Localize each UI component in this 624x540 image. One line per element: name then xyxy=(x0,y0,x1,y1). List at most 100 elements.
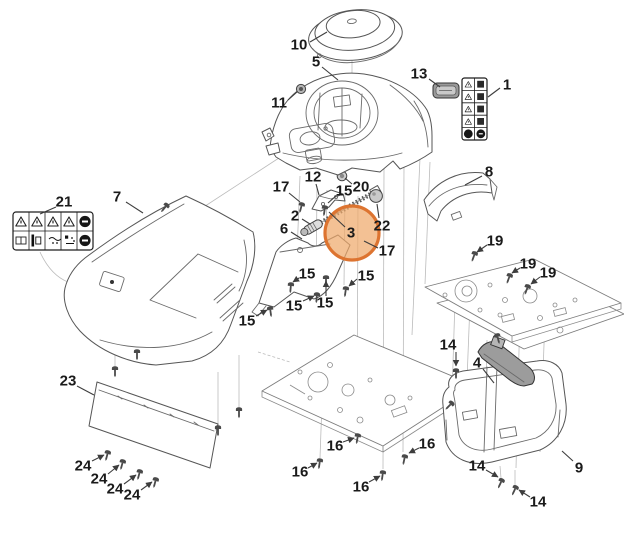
part-8-deflector[interactable] xyxy=(423,172,498,222)
part-callout-24[interactable]: 24 xyxy=(91,464,120,488)
part-callout-10[interactable]: 10 xyxy=(291,31,328,54)
stop-symbol-icon xyxy=(79,215,91,228)
part-callout-13[interactable]: 13 xyxy=(411,66,441,88)
part-callout-22[interactable]: 22 xyxy=(374,203,391,235)
svg-text:19: 19 xyxy=(540,265,557,282)
part-callout-12[interactable]: 12 xyxy=(305,169,322,196)
part-5-main-housing[interactable] xyxy=(261,72,433,176)
screw-icon xyxy=(266,305,275,318)
part-12-bracket[interactable] xyxy=(311,189,346,212)
svg-text:14: 14 xyxy=(440,337,457,354)
part-22-knob[interactable] xyxy=(369,189,383,203)
svg-text:24: 24 xyxy=(91,471,108,488)
svg-text:14: 14 xyxy=(469,458,486,475)
svg-text:12: 12 xyxy=(305,169,322,186)
part-9-housing-tub[interactable] xyxy=(442,360,567,464)
svg-text:21: 21 xyxy=(56,194,73,211)
pictogram-icon xyxy=(477,93,484,100)
svg-text:11: 11 xyxy=(271,95,287,112)
part-2-coupler[interactable] xyxy=(299,218,324,237)
part-callout-21[interactable]: 21 xyxy=(39,194,73,215)
part-callout-15[interactable]: 15 xyxy=(348,268,375,287)
part-callout-3-selected[interactable]: 3 xyxy=(328,211,355,242)
part-callout-5[interactable]: 5 xyxy=(312,54,339,81)
svg-text:1: 1 xyxy=(503,77,511,94)
part-10-cover-cap[interactable] xyxy=(306,5,405,67)
part-callout-17[interactable]: 17 xyxy=(273,179,301,203)
part-callout-16[interactable]: 16 xyxy=(408,436,436,454)
svg-text:16: 16 xyxy=(419,436,436,453)
part-11-grommet[interactable] xyxy=(295,83,307,95)
screw-icon xyxy=(495,477,506,490)
screw-icon xyxy=(509,484,520,497)
part-callout-24[interactable]: 24 xyxy=(107,474,137,498)
svg-text:22: 22 xyxy=(374,218,391,235)
svg-text:16: 16 xyxy=(353,479,370,496)
svg-text:24: 24 xyxy=(107,481,124,498)
svg-text:14: 14 xyxy=(530,494,547,511)
pictogram-icon xyxy=(477,118,484,125)
sticker-location-mark xyxy=(99,271,125,292)
svg-text:8: 8 xyxy=(485,164,493,181)
svg-text:3: 3 xyxy=(347,225,355,242)
part-callout-19[interactable]: 19 xyxy=(511,256,536,274)
part-23-baffle-plate[interactable] xyxy=(88,381,219,469)
part-callout-15[interactable]: 15 xyxy=(292,266,315,283)
svg-text:24: 24 xyxy=(75,458,92,475)
part-callout-9[interactable]: 9 xyxy=(561,450,583,477)
part-callout-23[interactable]: 23 xyxy=(60,373,95,396)
svg-text:7: 7 xyxy=(113,189,121,206)
screw-icon xyxy=(111,366,119,378)
screw-icon xyxy=(134,468,144,481)
part-callout-15[interactable]: 15 xyxy=(239,309,268,330)
part-callout-19[interactable]: 19 xyxy=(476,233,503,253)
part-callout-16[interactable]: 16 xyxy=(353,475,381,496)
svg-text:15: 15 xyxy=(317,295,334,312)
svg-text:13: 13 xyxy=(411,66,428,83)
part-callout-6[interactable]: 6 xyxy=(280,221,303,240)
part-6-bracket[interactable] xyxy=(251,234,351,317)
svg-text:16: 16 xyxy=(327,438,344,455)
part-callout-1[interactable]: 1 xyxy=(487,77,511,98)
screw-icon xyxy=(468,250,479,263)
part-callout-2[interactable]: 2 xyxy=(291,208,311,225)
svg-text:17: 17 xyxy=(379,243,396,260)
part-callout-8[interactable]: 8 xyxy=(464,164,493,186)
part-callout-11[interactable]: 11 xyxy=(271,91,298,112)
part-4-blade[interactable] xyxy=(477,335,535,387)
part-callout-19[interactable]: 19 xyxy=(530,265,557,285)
part-callout-20[interactable]: 20 xyxy=(344,177,369,196)
part-7-cover-left[interactable] xyxy=(63,195,256,366)
svg-text:16: 16 xyxy=(292,464,309,481)
part-1-safety-sticker[interactable] xyxy=(461,77,488,141)
part-callout-15[interactable]: 15 xyxy=(286,295,315,315)
svg-text:15: 15 xyxy=(358,268,375,285)
svg-text:10: 10 xyxy=(291,37,308,54)
part-callout-16[interactable]: 16 xyxy=(292,462,318,481)
part-callout-7[interactable]: 7 xyxy=(113,189,144,214)
pictogram-icon xyxy=(48,237,62,244)
part-callout-14[interactable]: 14 xyxy=(440,337,460,367)
svg-text:15: 15 xyxy=(286,298,303,315)
pictogram-icon xyxy=(477,105,484,113)
svg-text:2: 2 xyxy=(291,208,299,225)
manual-book-icon xyxy=(15,236,27,245)
part-chassis-plate-right[interactable] xyxy=(424,258,624,350)
part-callout-24[interactable]: 24 xyxy=(75,454,105,475)
part-callout-15[interactable]: 15 xyxy=(327,183,353,204)
part-callout-15[interactable]: 15 xyxy=(317,280,334,312)
svg-text:15: 15 xyxy=(336,183,353,200)
part-callout-16[interactable]: 16 xyxy=(327,436,355,455)
part-callout-14[interactable]: 14 xyxy=(469,458,499,478)
part-callout-4[interactable]: 4 xyxy=(473,355,495,384)
part-callout-24[interactable]: 24 xyxy=(124,481,153,504)
screw-icon xyxy=(400,453,409,466)
svg-text:6: 6 xyxy=(280,221,288,238)
part-callout-14[interactable]: 14 xyxy=(518,489,547,511)
part-callout-17[interactable]: 17 xyxy=(363,240,396,260)
screw-icon xyxy=(235,407,243,419)
stop-symbol-icon xyxy=(463,129,473,139)
part-21-safety-sticker[interactable] xyxy=(12,211,94,251)
